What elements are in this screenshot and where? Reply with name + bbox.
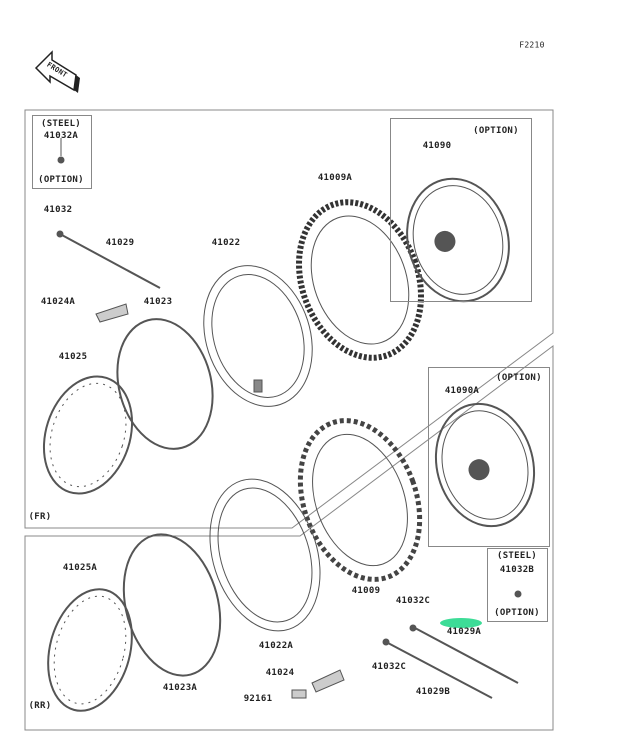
part-41024A[interactable]: 41024A bbox=[40, 297, 76, 307]
tire-41009 bbox=[297, 418, 423, 582]
part-41090A[interactable]: 41090A bbox=[444, 386, 480, 396]
tire-41009A bbox=[296, 199, 424, 361]
front-arrow-icon bbox=[34, 50, 80, 93]
part-41032C[interactable]: 41032C bbox=[395, 596, 431, 606]
part-41025A[interactable]: 41025A bbox=[62, 563, 98, 573]
steel-option-box-41032B bbox=[487, 548, 548, 622]
part-41032A[interactable]: 41032A bbox=[43, 131, 79, 141]
part-41023[interactable]: 41023 bbox=[143, 297, 173, 307]
steel-option-box-41032A bbox=[32, 115, 92, 189]
tube-41022 bbox=[203, 265, 313, 407]
part-41023A[interactable]: 41023A bbox=[162, 683, 198, 693]
front-panel bbox=[24, 109, 554, 529]
wheel-41090 bbox=[406, 177, 510, 303]
part-41022A[interactable]: 41022A bbox=[258, 641, 294, 651]
rim-band-41023A bbox=[122, 533, 222, 677]
tube-41022A bbox=[209, 478, 321, 632]
option-box-41090A bbox=[428, 367, 550, 547]
rear-panel bbox=[24, 344, 554, 731]
steel-note: (STEEL) bbox=[496, 551, 538, 561]
part-41029A[interactable]: 41029A bbox=[446, 627, 482, 637]
option-note: (OPTION) bbox=[496, 373, 542, 383]
rim-41025A bbox=[47, 588, 133, 712]
part-92161[interactable]: 92161 bbox=[243, 694, 273, 704]
panel-rear-label: (RR) bbox=[28, 701, 52, 711]
option-note: (OPTION) bbox=[473, 126, 519, 136]
figure-code: F2210 bbox=[519, 40, 545, 50]
part-41022[interactable]: 41022 bbox=[211, 238, 241, 248]
part-41025[interactable]: 41025 bbox=[58, 352, 88, 362]
rim-41025 bbox=[42, 375, 134, 495]
rim-band-41023 bbox=[116, 318, 214, 450]
option-note: (OPTION) bbox=[38, 175, 84, 185]
wheel-41090A bbox=[434, 402, 536, 528]
part-41032[interactable]: 41032 bbox=[43, 205, 73, 215]
part-41024[interactable]: 41024 bbox=[265, 668, 295, 678]
part-41009A[interactable]: 41009A bbox=[317, 173, 353, 183]
panel-front-label: (FR) bbox=[28, 512, 52, 522]
part-41032B[interactable]: 41032B bbox=[499, 565, 535, 575]
option-box-41090 bbox=[390, 118, 532, 302]
part-41032C[interactable]: 41032C bbox=[371, 662, 407, 672]
steel-note: (STEEL) bbox=[40, 119, 82, 129]
part-41009[interactable]: 41009 bbox=[351, 586, 381, 596]
option-note: (OPTION) bbox=[494, 608, 540, 618]
part-41029B[interactable]: 41029B bbox=[415, 687, 451, 697]
highlight-mark bbox=[440, 618, 482, 628]
part-41029[interactable]: 41029 bbox=[105, 238, 135, 248]
part-41090[interactable]: 41090 bbox=[422, 141, 452, 151]
